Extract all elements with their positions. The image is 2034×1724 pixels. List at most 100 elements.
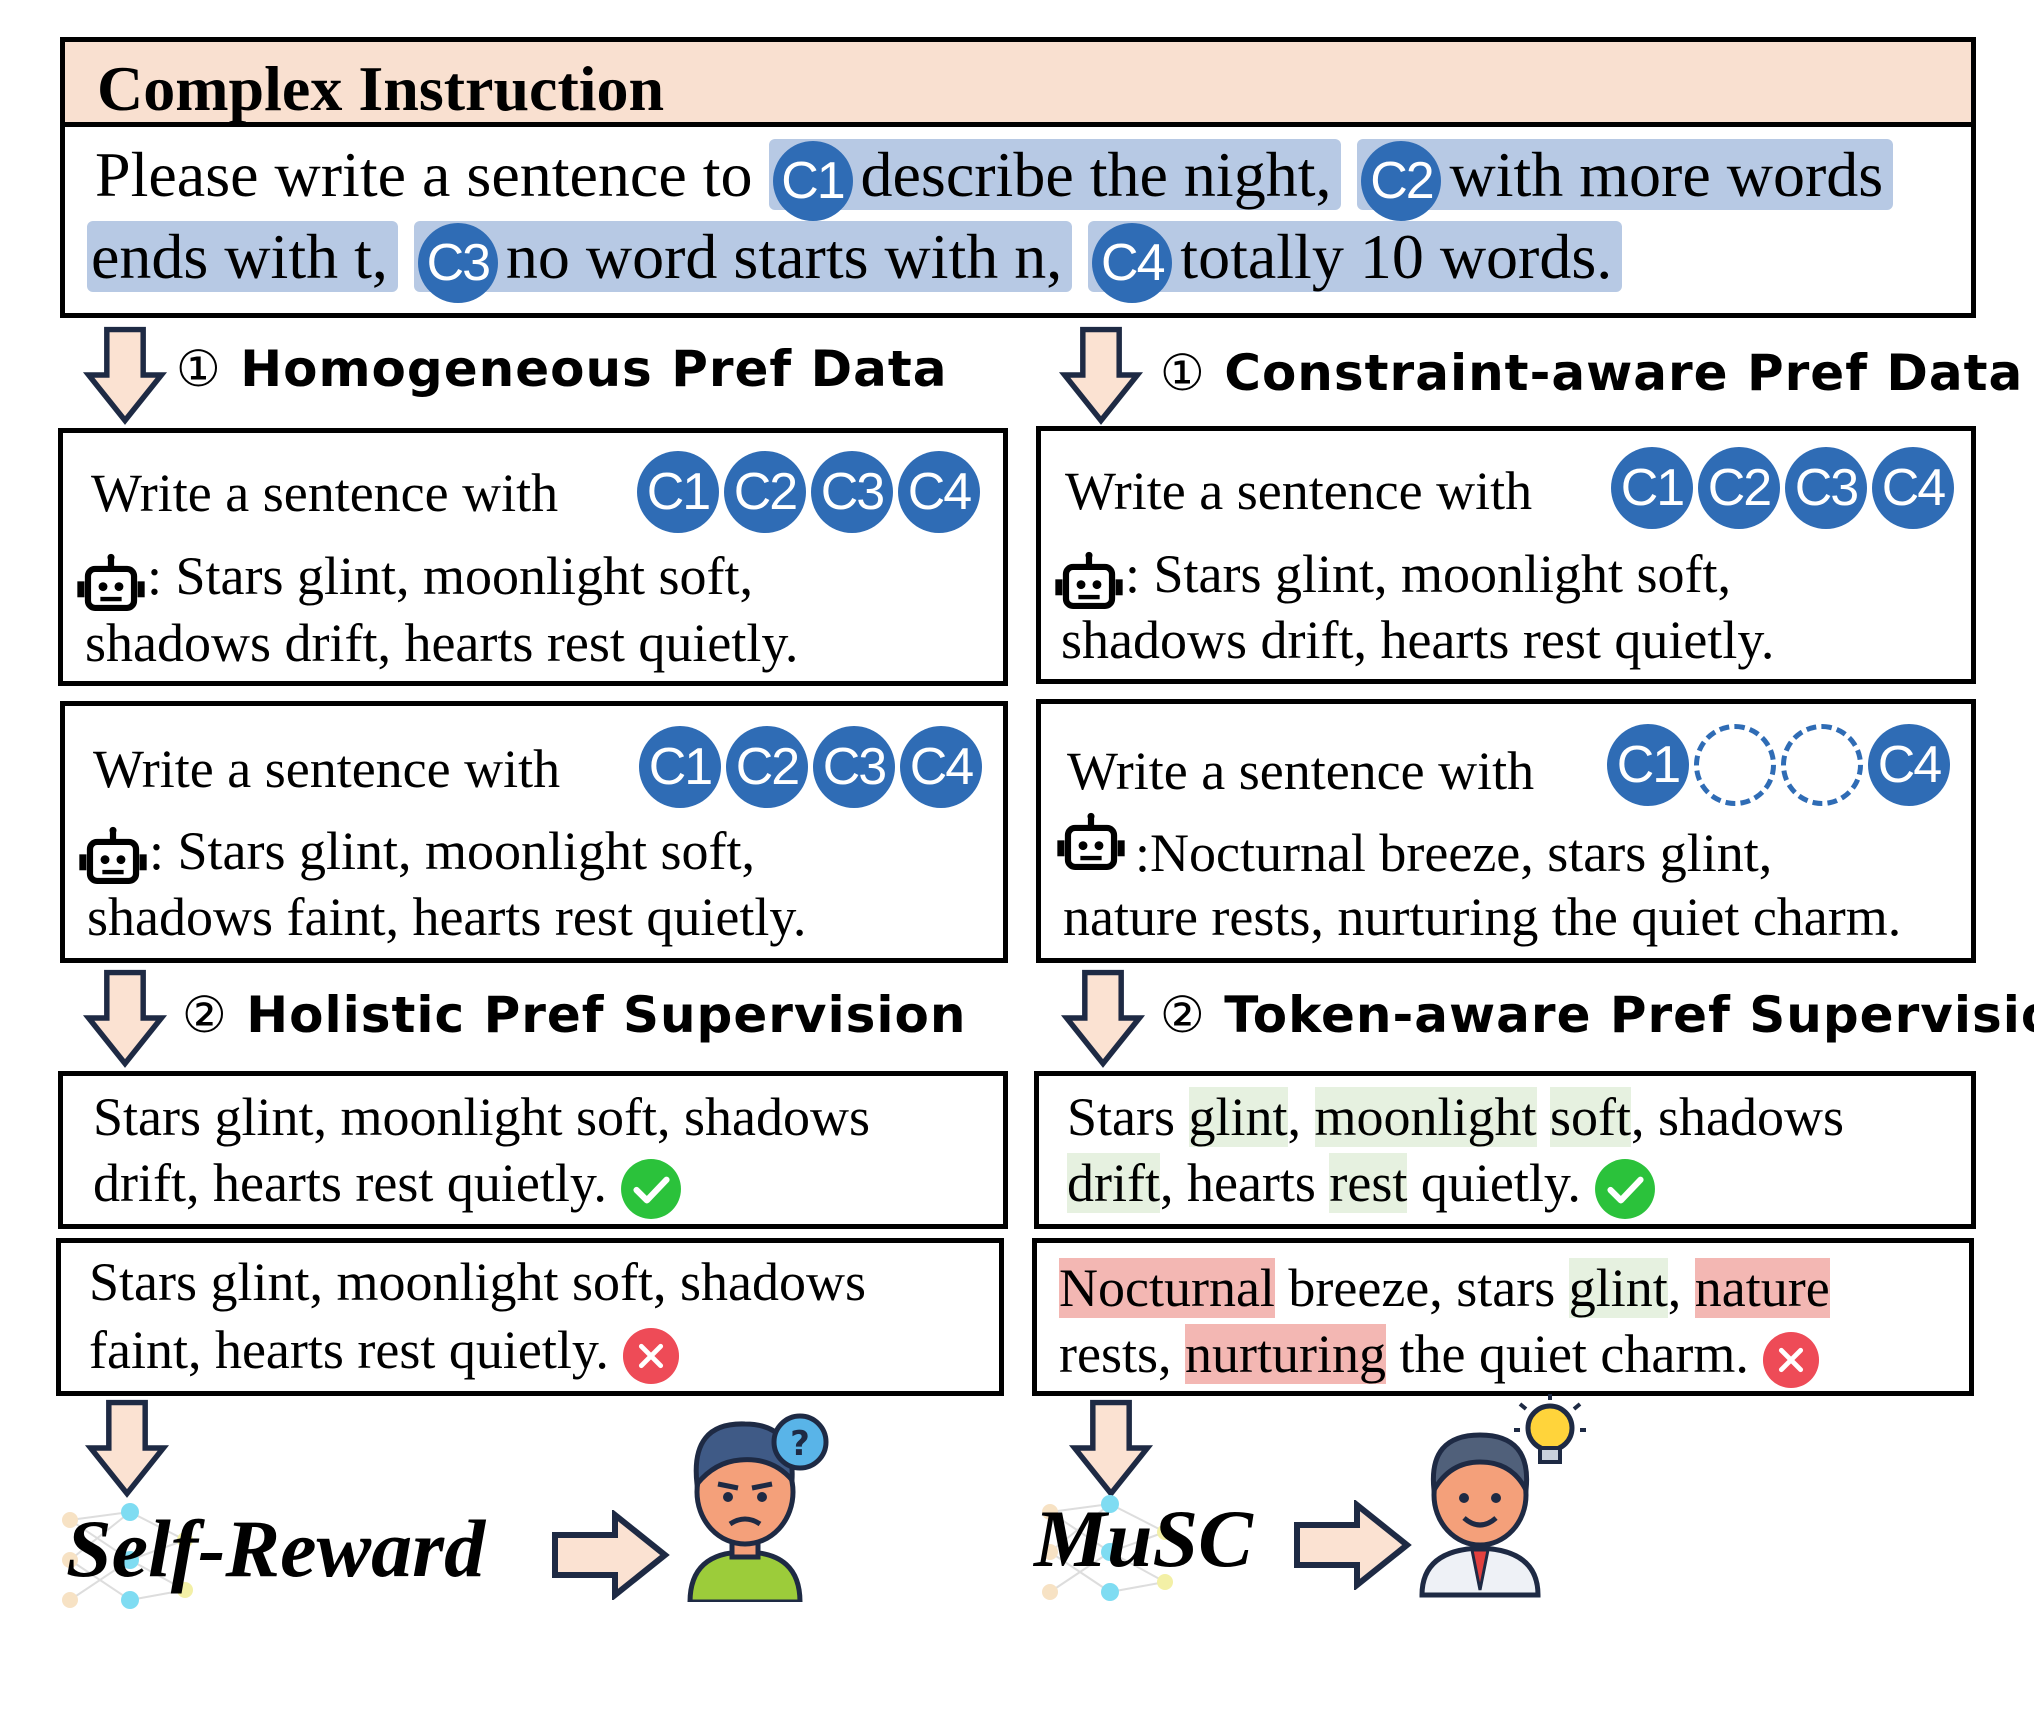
token: , [1667,1258,1695,1318]
left-bad-line2: faint, hearts rest quietly. [89,1317,680,1385]
token-good: drift [1067,1153,1160,1213]
chip-c2: C2 [1698,447,1780,529]
constraint-c2-text: with more words [1449,139,1884,210]
chip-missing-c2 [1694,724,1776,806]
chip-c3: C3 [813,726,895,808]
chip-c1: C1 [637,451,719,533]
token-good: glint [1568,1258,1668,1318]
left-step1-label: Homogeneous Pref Data [240,340,948,398]
right-pref2-chips: C1 C4 [1607,724,1955,806]
left-pref1-line1: : Stars glint, moonlight soft, [147,546,754,606]
left-good-line2: drift, hearts rest quietly. [93,1150,682,1220]
chip-c1: C1 [1607,724,1689,806]
left-holistic-good-box: Stars glint, moonlight soft, shadows dri… [58,1071,1008,1229]
token-good: glint [1188,1087,1288,1147]
idea-person-icon [1419,1394,1586,1598]
left-right-arrow [548,1510,672,1600]
chip-c4: C4 [1092,223,1173,304]
left-bad-line1: Stars glint, moonlight soft, shadows [89,1252,867,1312]
right-down-arrow-1 [1054,325,1148,425]
right-right-arrow [1290,1500,1414,1590]
left-pref2-line1: : Stars glint, moonlight soft, [149,821,756,881]
left-down-arrow-3 [80,1398,174,1498]
left-pref2-prompt: Write a sentence with [93,739,561,799]
right-step2-heading: ② Token-aware Pref Supervision [1160,986,2034,1044]
token: the quiet charm. [1385,1324,1749,1384]
left-step2-heading: ② Holistic Pref Supervision [182,986,967,1044]
instruction-prefix: Please write a sentence to [95,139,769,210]
token: rests, [1059,1324,1185,1384]
right-pref2-line1: :Nocturnal breeze, stars glint, [1135,823,1773,883]
right-good-line1: Stars glint, moonlight soft, shadows [1067,1084,1844,1150]
robot-icon [1053,551,1125,613]
right-step1-num: ① [1160,344,1206,402]
chip-c1: C1 [639,726,721,808]
constraint-c1-text: describe the night, [860,139,1332,210]
token [1537,1087,1551,1147]
cross-icon [1762,1331,1820,1389]
right-pref1-line2: shadows drift, hearts rest quietly. [1061,610,1775,670]
right-bad-line2: rests, nurturing the quiet charm. [1059,1321,1820,1389]
token-good: rest [1329,1153,1408,1213]
right-token-bad-box: Nocturnal breeze, stars glint, nature re… [1032,1238,1974,1396]
left-good-line1: Stars glint, moonlight soft, shadows [93,1087,871,1147]
left-step2-num: ② [182,986,228,1044]
self-reward-label: Self-Reward [66,1503,486,1594]
chip-c4: C4 [1868,724,1950,806]
chip-c4: C4 [898,451,980,533]
right-step1-heading: ① Constraint-aware Pref Data [1160,344,2023,402]
chip-c4: C4 [900,726,982,808]
right-bad-line1: Nocturnal breeze, stars glint, nature [1059,1255,1830,1321]
left-step1-num: ① [176,340,222,398]
left-down-arrow-1 [78,325,172,425]
robot-icon [1055,812,1127,874]
robot-icon [75,553,147,615]
right-pref1-line1: : Stars glint, moonlight soft, [1125,544,1732,604]
right-good-line2: drift, hearts rest quietly. [1067,1150,1656,1220]
chip-c2: C2 [1361,141,1442,222]
chip-c3: C3 [417,223,498,304]
token-bad: nature [1694,1258,1830,1318]
chip-c1: C1 [1611,447,1693,529]
chip-c1: C1 [772,141,853,222]
token-bad: nurturing [1184,1324,1386,1384]
network-icon [1042,1495,1173,1601]
right-token-good-box: Stars glint, moonlight soft, shadows dri… [1034,1071,1976,1229]
header-title: Complex Instruction [97,53,665,124]
token: breeze, stars [1274,1258,1569,1318]
token: , hearts [1159,1153,1330,1213]
token: Stars [1067,1087,1189,1147]
token: , [1287,1087,1315,1147]
token: , shadows [1631,1087,1845,1147]
left-step2-label: Holistic Pref Supervision [246,986,967,1044]
confused-person-icon: ? [687,1413,829,1602]
left-good-line2-text: drift, hearts rest quietly. [93,1153,607,1213]
robot-icon [77,826,149,888]
chip-c3: C3 [1785,447,1867,529]
constraint-c2-cont: ends with t, [87,221,398,292]
chip-c2: C2 [724,451,806,533]
chip-c4: C4 [1872,447,1954,529]
chip-c2: C2 [726,726,808,808]
right-step2-num: ② [1160,986,1206,1044]
chip-c3: C3 [811,451,893,533]
left-pref2-line2: shadows faint, hearts rest quietly. [87,887,807,947]
right-step1-label: Constraint-aware Pref Data [1224,344,2024,402]
left-step1-heading: ① Homogeneous Pref Data [176,340,947,398]
left-holistic-bad-box: Stars glint, moonlight soft, shadows fai… [56,1238,1004,1396]
left-bad-line2-text: faint, hearts rest quietly. [89,1320,609,1380]
token-good: soft [1550,1087,1632,1147]
